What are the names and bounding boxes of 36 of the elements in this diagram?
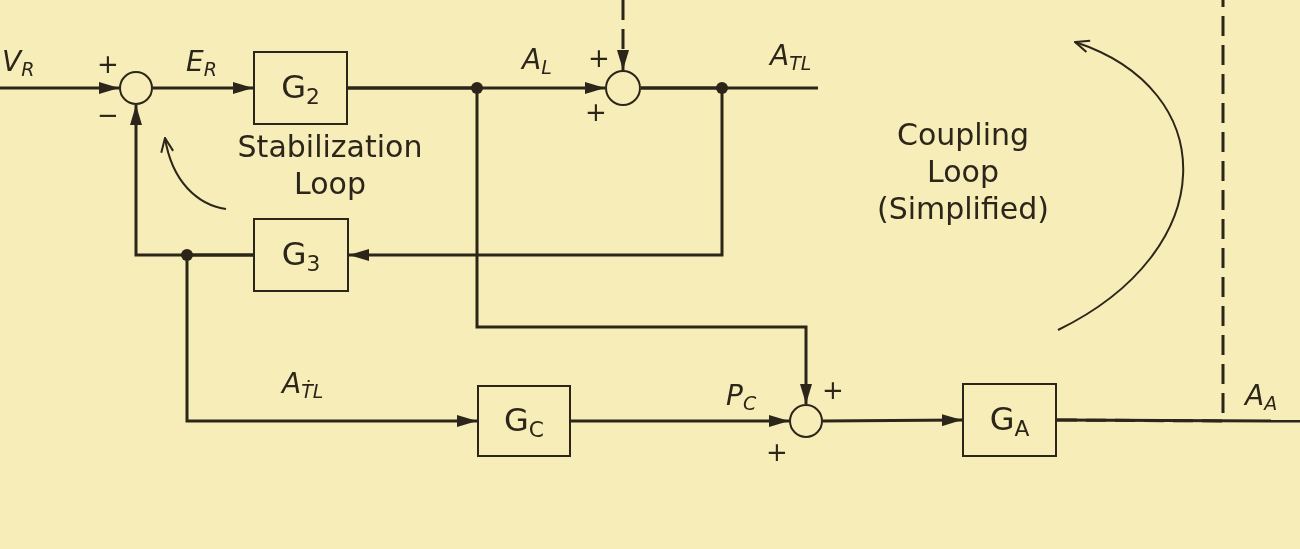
polarity-sign: + <box>822 377 844 403</box>
dashed-signal-arrow <box>617 0 629 70</box>
signal-arrow <box>349 86 724 261</box>
signal-label: A$_{ṪL}$ <box>282 368 324 401</box>
summing-junction <box>119 71 153 105</box>
loop-label: Stabilization Loop <box>236 128 424 202</box>
summing-junction <box>605 70 641 106</box>
signal-arrow <box>185 253 477 427</box>
block-label: G$_{C}$ <box>504 403 544 439</box>
signal-arrow <box>348 86 812 404</box>
block-label: G$_{A}$ <box>989 402 1030 438</box>
signal-label: A$_{A}$ <box>1245 380 1278 413</box>
transfer-function-block <box>253 218 349 292</box>
signal-arrow <box>153 82 253 94</box>
signal-arrow <box>571 415 789 427</box>
polarity-sign: + <box>97 51 119 77</box>
polarity-sign: + <box>585 99 607 125</box>
transfer-function-block <box>962 383 1057 457</box>
polarity-sign: + <box>588 45 610 71</box>
signal-line <box>1057 418 1300 423</box>
block-label: G$_{2}$ <box>281 70 320 106</box>
signal-arrow <box>0 82 119 94</box>
transfer-function-block <box>477 385 571 457</box>
dashed-signal-line <box>1057 0 1225 423</box>
signal-label: E$_{R}$ <box>186 46 217 79</box>
polarity-sign: − <box>97 102 119 128</box>
polarity-sign: + <box>766 439 788 465</box>
signal-arrow <box>823 414 962 427</box>
block-label: G$_{3}$ <box>281 237 321 273</box>
transfer-function-block <box>253 51 348 125</box>
signal-label: A$_{L}$ <box>522 44 552 77</box>
signal-label: P$_{C}$ <box>726 380 757 413</box>
summing-junction <box>789 404 823 438</box>
loop-label: Coupling Loop (Simplified) <box>875 116 1051 227</box>
signal-label: A$_{TL}$ <box>770 40 812 73</box>
signal-label: V$_{R}$ <box>2 46 35 79</box>
